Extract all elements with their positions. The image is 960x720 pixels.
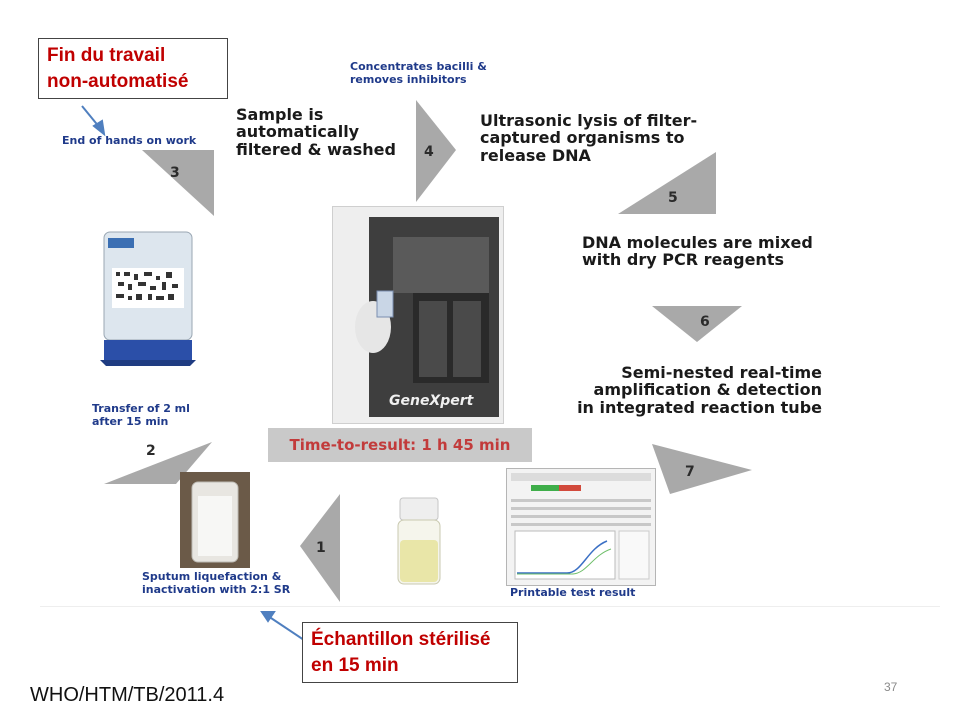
step-7-number: 7 [685,464,695,480]
caption-line: inactivation with 2:1 SR [142,583,291,597]
label-line: DNA molecules are mixed [582,233,813,252]
step-5-number: 5 [668,190,678,206]
caption-line: End of hands on work [62,134,197,147]
process-arrow-7 [652,444,752,494]
step-7-label: Semi-nested real-time amplification & de… [574,364,822,416]
process-arrow-4 [416,100,456,202]
caption-line: Concentrates bacilli & [350,60,487,73]
label-line: captured organisms to [480,128,685,148]
reagent-vial-photo [394,496,444,588]
label-line: Ultrasonic lysis of filter- [480,111,698,130]
label-line: automatically [236,122,360,142]
pointer-arrow-top [81,105,106,137]
callout-line: Échantillon stérilisé [311,629,491,650]
step-6-label: DNA molecules are mixed with dry PCR rea… [582,234,813,269]
callout-line: non-automatisé [47,70,189,92]
label-line: filtered & washed [236,139,396,159]
process-arrow-1 [300,494,340,602]
step-4-number: 4 [424,144,434,160]
result-screenshot [506,468,656,586]
step-2-number: 2 [146,443,156,459]
step-3-caption: End of hands on work [62,134,196,147]
time-to-result-banner: Time-to-result: 1 h 45 min [268,428,532,462]
label-line: in integrated reaction tube [577,397,822,417]
slide-divider [40,606,940,607]
process-arrow-6 [652,306,742,342]
pointer-arrow-bottom [260,611,305,641]
step-3-number: 3 [170,165,180,181]
source-reference: WHO/HTM/TB/2011.4 [30,684,225,706]
cartridge-photo [98,228,198,368]
process-arrow-3 [142,150,214,216]
step-1-caption: Sputum liquefaction & inactivation with … [142,570,290,596]
step-4-caption: Concentrates bacilli & removes inhibitor… [350,60,487,86]
step-2-caption: Transfer of 2 ml after 15 min [92,402,190,428]
device-photo: GeneXpert [332,206,504,424]
caption-line: removes inhibitors [350,73,467,87]
device-name: GeneXpert [389,393,475,409]
sputum-jar-photo [180,472,250,568]
step-6-number: 6 [700,314,710,330]
callout-end-manual-work: Fin du travail non-automatisé [38,38,228,100]
label-line: Sample is [236,105,324,124]
caption-line: Transfer of 2 ml [92,402,190,415]
step-1-number: 1 [316,540,326,556]
callout-line: Fin du travail [47,45,166,66]
step-4-label: Sample is automatically filtered & washe… [236,106,396,158]
callout-sample-sterilized: Échantillon stérilisé en 15 min [302,622,518,684]
step-5-label: Ultrasonic lysis of filter- captured org… [480,112,697,164]
label-line: release DNA [480,145,591,165]
label-line: with dry PCR reagents [582,250,784,270]
result-caption: Printable test result [510,586,636,599]
page-number: 37 [884,680,898,694]
label-line: amplification & detection [593,380,822,400]
caption-line: after 15 min [92,415,169,429]
label-line: Semi-nested real-time [621,363,822,382]
process-arrow-5 [618,152,716,214]
callout-line: en 15 min [311,654,399,676]
caption-line: Sputum liquefaction & [142,570,282,583]
